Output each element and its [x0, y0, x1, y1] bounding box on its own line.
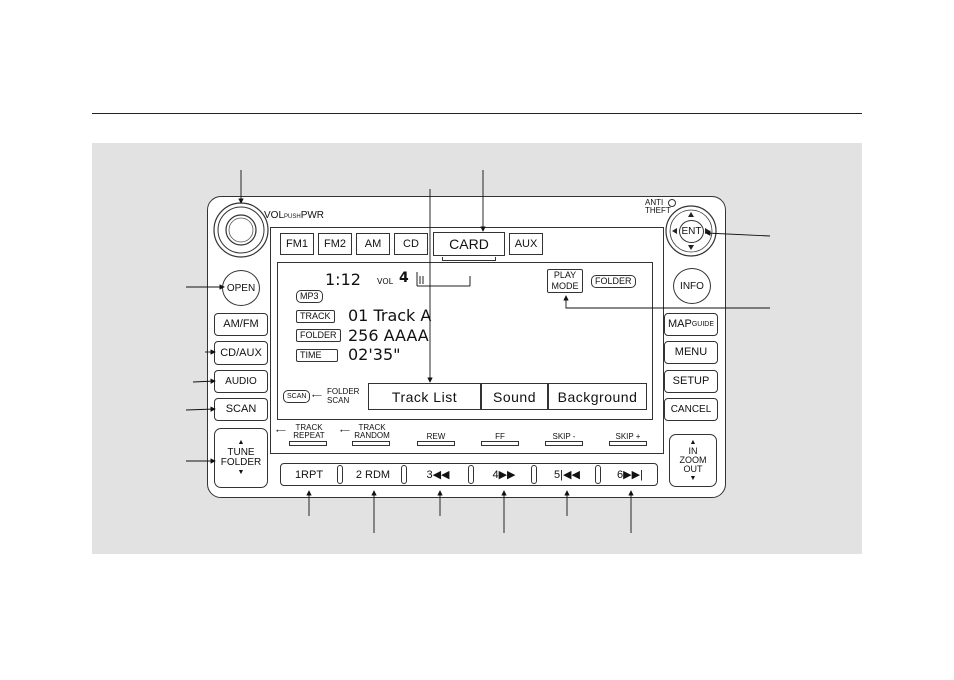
vol-meter [416, 272, 471, 287]
tab-am[interactable]: AM [356, 233, 390, 255]
open-button[interactable]: OPEN [222, 270, 260, 306]
repeat-arrow-icon: ⟵ [276, 428, 287, 435]
rew-bar [417, 441, 455, 446]
zoom-down-icon[interactable]: ▼ [689, 475, 697, 482]
callout-scan [185, 406, 216, 412]
preset-separator [595, 465, 601, 484]
vol-value: 4 [399, 270, 409, 286]
info-button[interactable]: INFO [673, 268, 711, 304]
preset-3-button[interactable]: 3◀◀ [426, 469, 450, 481]
skip-minus-label: SKIP - [552, 432, 576, 441]
preset-5-button[interactable]: 5|◀◀ [554, 469, 580, 481]
am-fm-button[interactable]: AM/FM [214, 313, 268, 336]
scan-badge: SCAN [283, 390, 311, 403]
mp3-badge: MP3 [296, 290, 323, 303]
zoom-up-icon[interactable]: ▲ [689, 439, 697, 446]
guide-label: GUIDE [691, 321, 714, 328]
preset-6-button[interactable]: 6▶▶| [617, 469, 643, 481]
track-repeat-label: TRACK REPEAT [293, 423, 325, 440]
audio-button[interactable]: AUDIO [214, 370, 268, 393]
menu-button[interactable]: MENU [664, 341, 718, 364]
clock: 1:12 [325, 270, 361, 289]
zoom-out-label: OUT [683, 464, 703, 474]
header-rule [92, 113, 862, 114]
arrow-left-icon: ⟵ [312, 393, 323, 400]
track-value: 01 Track A [348, 306, 432, 325]
tab-card-indicator [442, 257, 496, 261]
zoom-in-label: IN [688, 446, 698, 456]
ent-button[interactable]: ENT [679, 220, 704, 243]
track-random-bar [352, 441, 390, 446]
callout-ent [705, 230, 771, 237]
track-repeat-bar [289, 441, 327, 446]
vol-label: VOL [377, 277, 394, 286]
zoom-rocker[interactable]: ▲ IN ZOOM OUT ▼ [669, 434, 717, 487]
track-label: TRACK [296, 310, 335, 323]
folder-label: FOLDER [296, 329, 341, 342]
skip-minus-bar [545, 441, 583, 446]
random-arrow-icon: ⟵ [340, 428, 351, 435]
callout-audio [192, 378, 216, 384]
preset-separator [337, 465, 343, 484]
preset-separator [401, 465, 407, 484]
skip-plus-bar [609, 441, 647, 446]
preset-1-button[interactable]: 1RPT [294, 468, 324, 481]
tune-folder-label: TUNE FOLDER [220, 447, 262, 468]
zoom-label: ZOOM [679, 455, 707, 465]
map-label: MAP [667, 318, 692, 330]
time-value: 02'35" [348, 345, 401, 364]
ff-label: FF [495, 432, 505, 441]
preset-separator [531, 465, 537, 484]
sound-button[interactable]: Sound [481, 383, 548, 410]
folder-mode-badge: FOLDER [591, 275, 636, 288]
anti-theft-led [668, 199, 676, 207]
setup-button[interactable]: SETUP [664, 370, 718, 393]
preset-separator [468, 465, 474, 484]
cancel-button[interactable]: CANCEL [664, 398, 718, 421]
folder-value: 256 AAAA [348, 326, 429, 345]
tune-up-icon[interactable]: ▲ [237, 439, 245, 446]
tab-aux[interactable]: AUX [509, 233, 543, 255]
preset-4-button[interactable]: 4▶▶ [492, 469, 516, 481]
preset-2-button[interactable]: 2 RDM [355, 468, 391, 481]
rew-label: REW [426, 432, 446, 441]
tab-fm1[interactable]: FM1 [280, 233, 314, 255]
volume-knob[interactable] [213, 202, 269, 258]
tab-cd[interactable]: CD [394, 233, 428, 255]
vol-pwr-label: VOLPUSHPWR [264, 210, 325, 221]
skip-plus-label: SKIP + [615, 432, 641, 441]
track-list-button[interactable]: Track List [368, 383, 481, 410]
tune-down-icon[interactable]: ▼ [237, 469, 245, 476]
ff-bar [481, 441, 519, 446]
background-button[interactable]: Background [548, 383, 647, 410]
tab-fm2[interactable]: FM2 [318, 233, 352, 255]
play-mode-button[interactable]: PLAY MODE [547, 269, 583, 293]
time-label: TIME [296, 349, 338, 362]
callout-play-mode [563, 295, 770, 309]
anti-theft-label: ANTI THEFT [645, 198, 671, 215]
track-random-label: TRACK RANDOM [354, 423, 390, 440]
tune-folder-rocker[interactable]: ▲ TUNE FOLDER ▼ [214, 428, 268, 488]
folder-scan-label: FOLDER SCAN [327, 387, 360, 405]
tab-card[interactable]: CARD [433, 232, 505, 256]
